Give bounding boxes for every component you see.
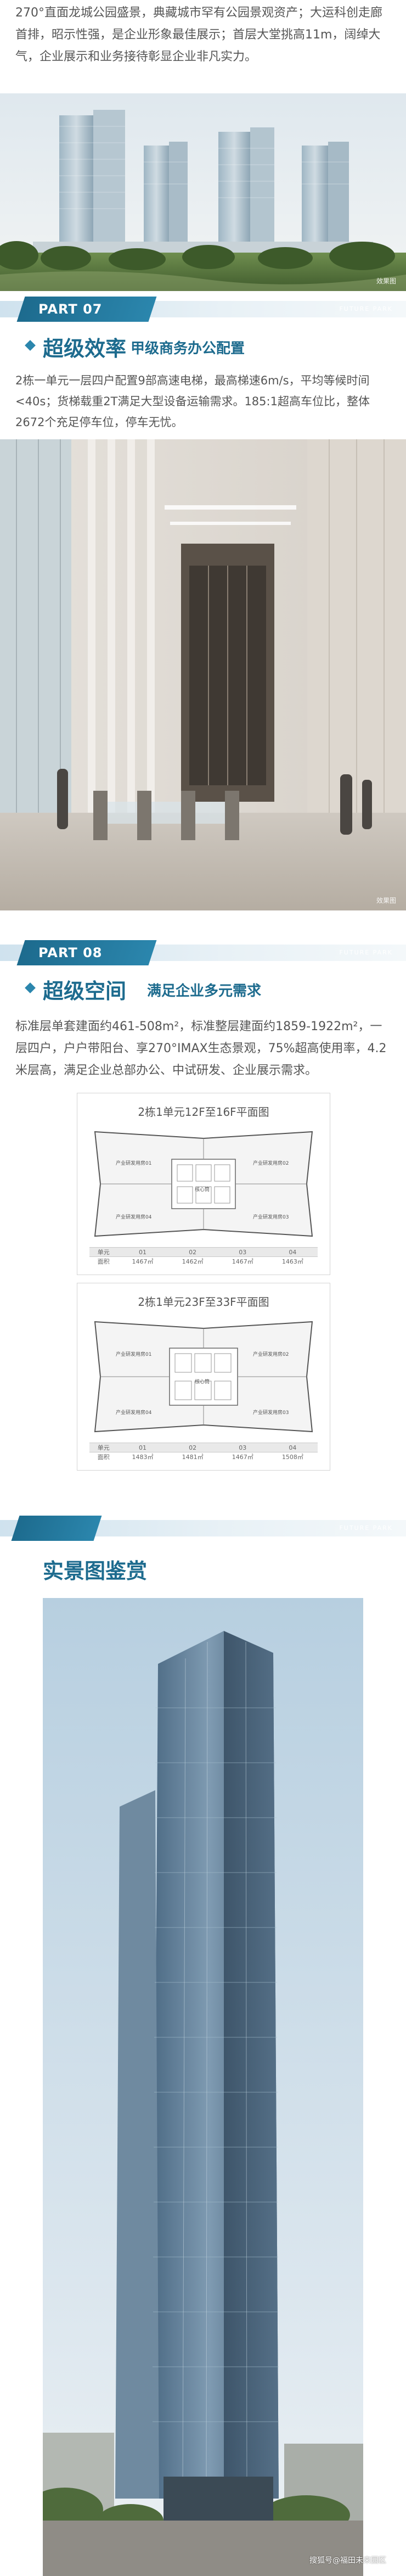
part-label: PART 07 [38,301,103,317]
floor-plan-title: 2栋1单元12F至16F平面图 [138,1105,269,1119]
floor-plan-drawing [94,1131,313,1237]
table-cell: 1467㎡ [217,1452,268,1461]
part-08-paragraph: 标准层单套建面约461-508m²，标准整层建面约1859-1922m²，一层四… [15,1020,387,1077]
image-caption: 效果图 [376,897,396,904]
watermark-text: 搜狐号@福田未来园区 [309,2556,386,2565]
part-07-banner: PART 07 FUTURE PARK [0,297,406,322]
table-cell: 1467㎡ [117,1256,168,1266]
image-caption: 效果图 [376,277,396,285]
floor-plan-core-label: 核心筒 [195,1187,210,1193]
table-header-cell: 03 [217,1247,268,1257]
title-marker-icon [25,982,36,993]
gallery-banner: FUTURE PARK [0,1516,406,1541]
table-header-cell: 04 [267,1247,318,1257]
table-header-cell: 单元 [89,1247,118,1257]
part-label: PART 08 [38,945,103,960]
table-cell: 1463㎡ [267,1256,318,1266]
table-header-cell: 03 [217,1443,268,1452]
floor-plan-room-label: 产业研发用房01 [116,1161,152,1166]
section-subtitle: 满足企业多元需求 [147,983,262,999]
floor-plan-area-table: 单元 01 02 03 04 面积 1467㎡ 1462㎡ 1467㎡ 1463… [89,1247,318,1266]
floor-plan-core-label: 核心筒 [195,1379,210,1385]
title-marker-icon [25,340,36,351]
table-header-cell: 单元 [89,1443,118,1452]
table-cell: 1481㎡ [167,1452,218,1461]
banner-tagline: FUTURE PARK [339,949,393,956]
section-title: 超级效率 [43,337,127,361]
table-header-cell: 02 [167,1247,218,1257]
floor-plan-title: 2栋1单元23F至33F平面图 [138,1295,269,1309]
intro-paragraph: 270°直面龙城公园盛景，典藏城市罕有公园景观资产；大运科创走廊首排，昭示性强，… [15,6,382,64]
banner-tagline: FUTURE PARK [339,1524,393,1532]
table-header-cell: 04 [267,1443,318,1452]
table-cell: 1462㎡ [167,1256,218,1266]
table-header-cell: 01 [117,1443,168,1452]
table-cell: 面积 [89,1256,118,1266]
tower-photo-image [43,1598,363,2576]
floor-plan-area-table: 单元 01 02 03 04 面积 1483㎡ 1481㎡ 1467㎡ 1508… [89,1443,318,1461]
part-08-banner: PART 08 FUTURE PARK [0,940,406,965]
floor-plan-drawing [94,1321,313,1433]
floor-plan-card: 2栋1单元23F至33F平面图 产业研发用房01 产业研发用房02 产业研发用房… [77,1283,330,1471]
floor-plan-room-label: 产业研发用房03 [253,1410,289,1416]
table-cell: 1483㎡ [117,1452,168,1461]
table-cell: 面积 [89,1452,118,1461]
floor-plan-card: 2栋1单元12F至16F平面图 产业研发用房01 产业研发用房02 产业研发用房… [77,1093,330,1275]
table-header-cell: 01 [117,1247,168,1257]
part-07-paragraph: 2栋一单元一层四户配置9部高速电梯，最高梯速6m/s，平均等候时间<40s；货梯… [15,374,370,429]
floor-plan-room-label: 产业研发用房01 [116,1352,152,1357]
table-header-cell: 02 [167,1443,218,1452]
section-title: 超级空间 [43,979,127,1003]
floor-plan-room-label: 产业研发用房02 [253,1161,289,1166]
lobby-rendering-image: 效果图 [0,439,406,910]
floor-plan-room-label: 产业研发用房03 [253,1215,289,1220]
section-title: 实景图鉴赏 [43,1559,148,1583]
floor-plan-room-label: 产业研发用房04 [116,1410,152,1416]
banner-tagline: FUTURE PARK [339,305,393,312]
floor-plan-room-label: 产业研发用房02 [253,1352,289,1357]
floor-plan-room-label: 产业研发用房04 [116,1215,152,1220]
table-cell: 1508㎡ [267,1452,318,1461]
section-subtitle: 甲级商务办公配置 [131,340,245,357]
table-cell: 1467㎡ [217,1256,268,1266]
skyline-rendering-image: 效果图 [0,93,406,291]
